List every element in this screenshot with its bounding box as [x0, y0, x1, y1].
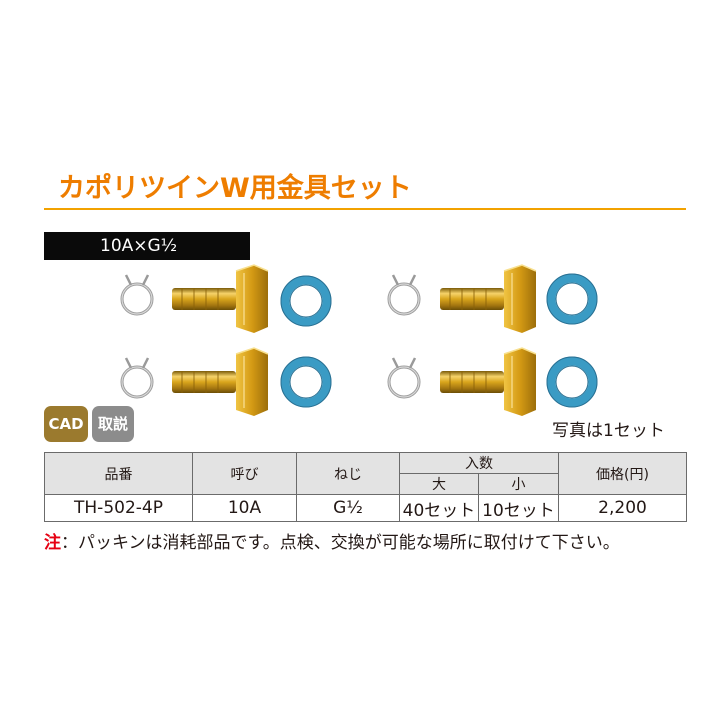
header-nominal: 呼び [192, 452, 297, 495]
cell-quantity-large: 40セット [399, 494, 479, 522]
manual-download-button[interactable]: 取説 [92, 406, 134, 442]
maintenance-note: 注：パッキンは消耗部品です。点検、交換が可能な場所に取付けて下さい。 [44, 528, 620, 553]
header-price: 価格(円) [558, 452, 687, 495]
header-thread: ねじ [296, 452, 400, 495]
gasket-icon [281, 276, 331, 326]
brass-fitting-icon [171, 347, 269, 417]
spec-label: 10A×G½ [44, 232, 250, 260]
header-quantity-large: 大 [399, 473, 479, 495]
brass-fitting-icon [171, 264, 269, 334]
cell-part-number: TH-502-4P [44, 494, 193, 522]
note-text: ：パッキンは消耗部品です。点検、交換が可能な場所に取付けて下さい。 [61, 533, 620, 553]
gasket-icon [281, 357, 331, 407]
header-quantity: 入数 [399, 452, 559, 474]
cad-download-button[interactable]: CAD [44, 406, 88, 442]
hose-clamp-icon [387, 273, 421, 316]
brass-fitting-icon [439, 347, 537, 417]
gasket-icon [547, 357, 597, 407]
cell-nominal: 10A [192, 494, 297, 522]
hose-clamp-icon [120, 356, 154, 399]
hose-clamp-icon [120, 273, 154, 316]
note-mark: 注 [44, 533, 61, 553]
table-row: TH-502-4P 10A G½ 40セット 10セット 2,200 [44, 494, 687, 522]
header-part-number: 品番 [44, 452, 193, 495]
photo-caption: 写真は1セット [552, 421, 665, 441]
gasket-icon [547, 274, 597, 324]
title-divider [44, 208, 686, 210]
cell-thread: G½ [296, 494, 400, 522]
brass-fitting-icon [439, 264, 537, 334]
cell-quantity-small: 10セット [478, 494, 559, 522]
hose-clamp-icon [387, 356, 421, 399]
page-title: カポリツインW用金具セット [58, 173, 412, 204]
header-quantity-small: 小 [478, 473, 559, 495]
cell-price: 2,200 [558, 494, 687, 522]
spec-table: 品番 呼び ねじ 入数 価格(円) 大 小 TH-502-4P 10A G½ 4… [44, 452, 687, 522]
